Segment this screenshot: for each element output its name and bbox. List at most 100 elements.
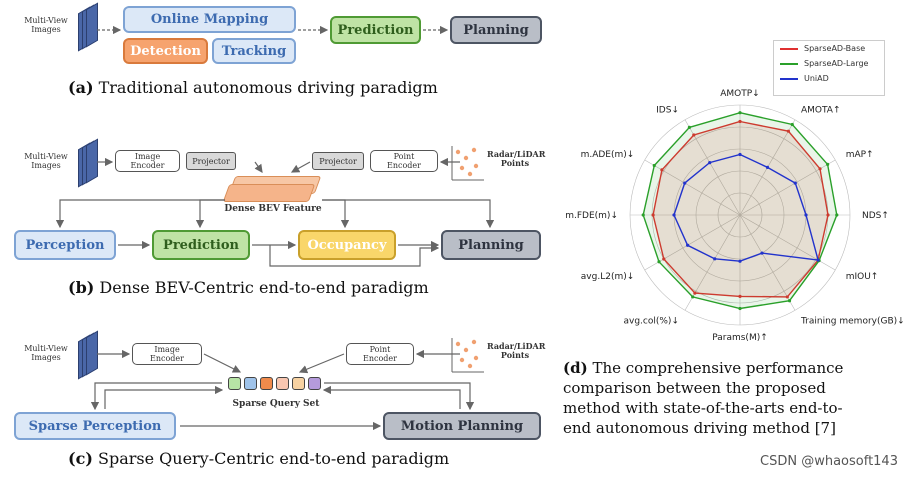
radar-axis-labels: AMOTP↓ AMOTA↑ mAP↑ NDS↑ mIOU↑ Training memory… <box>565 89 904 343</box>
a-detection-box: Detection <box>123 38 208 64</box>
radar-point <box>692 133 696 137</box>
c-input-label: Multi-View Images <box>24 344 68 362</box>
radar-axis-label: Params(M)↑ <box>712 333 768 343</box>
a-input-label: Multi-View Images <box>24 16 68 34</box>
radar-point <box>804 213 808 217</box>
radar-point <box>738 119 742 124</box>
radar-axis-label: Training memory(GB)↓ <box>800 317 905 327</box>
c-motion-planning-box: Motion Planning <box>383 412 541 440</box>
radar-point <box>672 213 676 217</box>
radar-point <box>708 161 712 165</box>
radar-axis-label: AMOTP↓ <box>720 89 759 99</box>
b-radar-label: Radar/LiDAR Points <box>487 149 546 168</box>
b-point-encoder-box: Point Encoder <box>370 150 438 172</box>
d-caption: (d) The comprehensive performance compar… <box>563 358 913 438</box>
b-input-label: Multi-View Images <box>24 152 68 170</box>
radar-point <box>786 129 790 133</box>
radar-point <box>683 181 687 185</box>
b-projector-right-box: Projector <box>312 152 364 170</box>
b-perception-box: Perception <box>14 230 116 260</box>
b-image-encoder-box: Image Encoder <box>115 150 180 172</box>
c-query-square-4 <box>276 377 289 390</box>
a-caption: (a) Traditional autonomous driving parad… <box>68 78 438 97</box>
d-caption-tag: (d) <box>563 359 588 377</box>
d-caption-line-4: end autonomous driving method [7] <box>563 419 836 437</box>
radar-point <box>738 111 742 115</box>
radar-axis-label: AMOTA↑ <box>801 105 841 115</box>
b-occupancy-box: Occupancy <box>298 230 396 260</box>
radar-chart: AMOTP↓ AMOTA↑ mAP↑ NDS↑ mIOU↑ Training memory… <box>565 89 904 343</box>
radar-point <box>713 257 717 261</box>
radar-point <box>826 213 830 217</box>
c-image-encoder-box: Image Encoder <box>132 343 202 365</box>
radar-axis-label: avg.col(%)↓ <box>624 317 680 327</box>
radar-point <box>790 122 794 127</box>
a-tracking-box: Tracking <box>212 38 296 64</box>
radar-series-layer <box>641 111 839 311</box>
c-point-encoder-box: Point Encoder <box>346 343 414 365</box>
radar-axis-label: IDS↓ <box>656 105 679 115</box>
radar-grid <box>629 104 851 326</box>
radar-point <box>662 257 666 261</box>
c-caption: (c) Sparse Query-Centric end-to-end para… <box>68 449 450 468</box>
c-query-square-6 <box>308 377 321 390</box>
radar-axis-label: m.FDE(m)↓ <box>565 211 618 221</box>
radar-axis-label: mIOU↑ <box>846 272 879 282</box>
radar-point <box>765 165 770 169</box>
radar-legend: SparseAD-Base SparseAD-Large UniAD <box>773 40 885 96</box>
radar-point <box>738 259 742 263</box>
radar-point <box>660 168 664 172</box>
radar-point <box>657 260 661 264</box>
watermark: CSDN @whaosoft143 <box>760 454 898 469</box>
b-point-cloud-icon <box>451 146 484 181</box>
radar-spoke-9 <box>644 214 741 271</box>
radar-point <box>818 167 822 171</box>
radar-point <box>686 243 690 247</box>
radar-point <box>652 163 656 168</box>
radar-point <box>651 213 655 217</box>
radar-point <box>738 152 742 157</box>
c-query-square-5 <box>292 377 305 390</box>
radar-point <box>793 181 797 185</box>
radar-spoke-6 <box>739 214 796 311</box>
c-query-square-3 <box>260 377 273 390</box>
radar-point <box>687 125 691 129</box>
radar-point <box>691 295 695 299</box>
legend-swatch-base <box>780 48 798 50</box>
connector-layer <box>55 25 495 431</box>
b-caption: (b) Dense BEV-Centric end-to-end paradig… <box>68 278 429 297</box>
radar-point <box>785 295 789 299</box>
b-planning-box: Planning <box>441 230 541 260</box>
c-radar-label: Radar/LiDAR Points <box>487 341 546 360</box>
radar-point <box>693 291 697 295</box>
radar-axis-label: avg.L2(m)↓ <box>581 272 635 282</box>
b-dense-bev-label: Dense BEV Feature <box>224 204 322 214</box>
radar-point <box>787 299 792 303</box>
c-point-cloud-icon <box>451 338 484 373</box>
d-caption-line-1: The comprehensive performance <box>592 359 844 377</box>
c-query-square-2 <box>244 377 257 390</box>
radar-point <box>738 306 742 311</box>
a-prediction-box: Prediction <box>330 16 421 44</box>
d-caption-line-3: method with state-of-the-arts end-to- <box>563 399 843 417</box>
legend-label-large: SparseAD-Large <box>804 59 869 68</box>
legend-swatch-uniad <box>780 78 798 80</box>
radar-point <box>835 213 839 217</box>
radar-axis-label: mAP↑ <box>846 150 874 160</box>
b-projector-left-box: Projector <box>186 152 236 170</box>
radar-axis-label: m.ADE(m)↓ <box>581 150 635 160</box>
c-sparse-perception-box: Sparse Perception <box>14 412 176 440</box>
a-online-mapping-box: Online Mapping <box>123 6 296 33</box>
radar-point <box>738 294 742 298</box>
radar-axis-label: NDS↑ <box>862 211 889 221</box>
c-query-square-1 <box>228 377 241 390</box>
radar-point <box>641 213 645 217</box>
radar-point <box>760 251 764 255</box>
legend-swatch-large <box>780 63 798 65</box>
radar-point <box>816 258 820 262</box>
legend-label-base: SparseAD-Base <box>804 44 866 53</box>
radar-point <box>826 162 830 166</box>
b-prediction-box: Prediction <box>152 230 250 260</box>
d-caption-line-2: comparison between the proposed <box>563 379 826 397</box>
legend-label-uniad: UniAD <box>804 74 829 83</box>
